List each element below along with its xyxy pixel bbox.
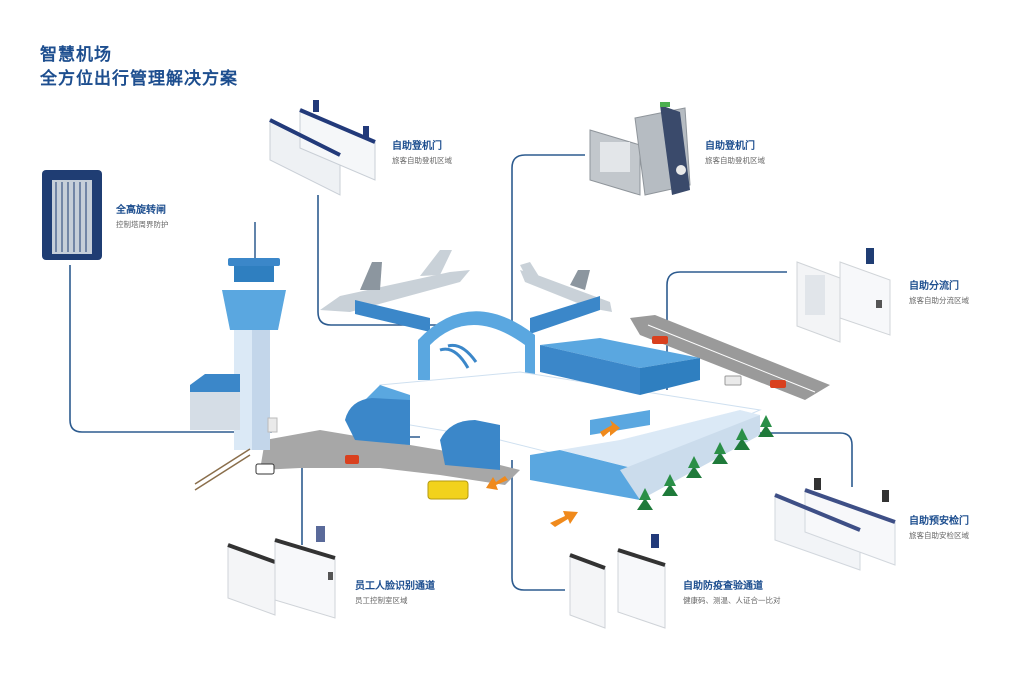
car-orange	[345, 455, 359, 464]
tree	[712, 442, 728, 464]
connector-epidemic	[511, 460, 565, 591]
label-full-height-turnstile: 全高旋转闸 控制塔周界防护	[116, 204, 169, 232]
fence	[194, 448, 251, 491]
plane-left	[320, 250, 470, 312]
tree	[686, 456, 702, 478]
full-height-turnstile-device	[42, 170, 102, 260]
connector-turnstile	[69, 265, 272, 433]
label-heading: 员工人脸识别通道	[355, 581, 435, 592]
diversion-gate-device	[796, 248, 891, 343]
label-heading: 自助预安检门	[909, 516, 969, 527]
label-sub: 健康码、测温、人证合一比对	[683, 596, 781, 605]
ground	[260, 315, 830, 485]
connector-boarding-2	[511, 154, 585, 330]
bus	[427, 480, 469, 500]
label-self-boarding-gate-2: 自助登机门 旅客自助登机区域	[705, 140, 765, 168]
label-heading: 自助登机门	[392, 141, 442, 152]
police-car	[255, 463, 275, 475]
label-sub: 控制塔周界防护	[116, 220, 169, 229]
label-heading: 自助防疫查验通道	[683, 581, 763, 592]
tree	[758, 415, 774, 437]
label-epidemic-check-channel: 自助防疫查验通道 健康码、测温、人证合一比对	[683, 580, 781, 608]
terminal-gate	[355, 296, 600, 380]
label-sub: 旅客自助登机区域	[392, 156, 452, 165]
label-sub: 员工控制室区域	[355, 596, 408, 605]
control-tower	[190, 222, 286, 450]
label-sub: 旅客自助登机区域	[705, 156, 765, 165]
connector-pre-security	[667, 432, 853, 487]
truck	[724, 375, 742, 386]
connector-diversion	[666, 271, 787, 390]
tree	[734, 428, 750, 450]
arrow-1	[600, 420, 620, 437]
connector-boarding-1	[317, 195, 440, 326]
label-heading: 自助分流门	[909, 281, 959, 292]
arrow-2	[486, 476, 508, 490]
label-heading: 全高旋转闸	[116, 205, 166, 216]
pre-security-gate-device	[774, 478, 896, 571]
trees	[637, 415, 774, 510]
label-heading: 自助登机门	[705, 141, 755, 152]
label-sub: 旅客自助安检区域	[909, 531, 969, 540]
arrow-3	[550, 511, 578, 527]
tree	[637, 488, 653, 510]
label-self-boarding-gate-1: 自助登机门 旅客自助登机区域	[392, 140, 452, 168]
label-sub: 旅客自助分流区域	[909, 296, 969, 305]
label-self-pre-security-gate: 自助预安检门 旅客自助安检区域	[909, 515, 969, 543]
staff-channel-device	[227, 526, 336, 619]
tree	[662, 474, 678, 496]
tower-turnstile	[267, 417, 278, 433]
label-staff-face-channel: 员工人脸识别通道 员工控制室区域	[355, 580, 435, 608]
page-title: 智慧机场	[40, 45, 112, 65]
flow-arrows	[486, 420, 620, 527]
boarding-gate-device-2	[589, 102, 691, 196]
terminal-building	[345, 338, 762, 500]
car-red-1	[652, 336, 668, 344]
page-subtitle: 全方位出行管理解决方案	[40, 69, 238, 89]
label-self-diversion-gate: 自助分流门 旅客自助分流区域	[909, 280, 969, 308]
epidemic-channel-device	[569, 534, 666, 629]
boarding-gate-device-1	[269, 100, 376, 196]
car-red-2	[770, 380, 786, 388]
